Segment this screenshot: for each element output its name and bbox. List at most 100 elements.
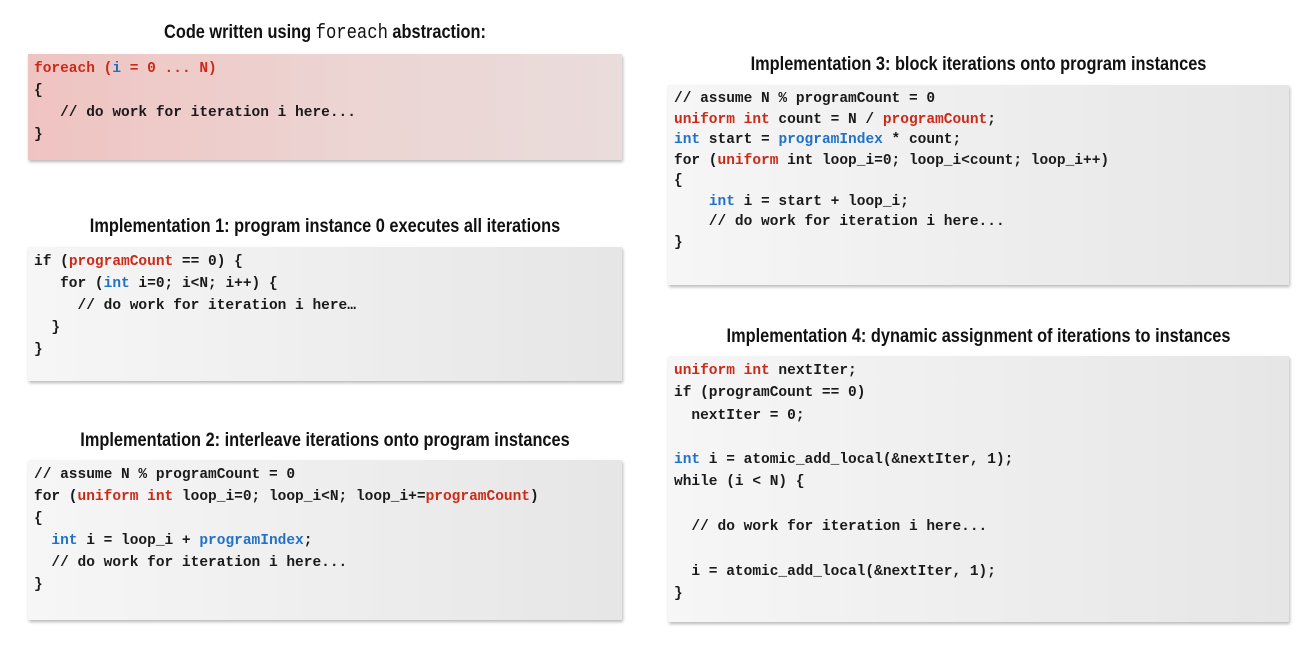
code-keyword: uniform	[717, 152, 779, 169]
code-text: }	[34, 342, 43, 358]
impl1-code-block: if (programCount == 0) { for (int i=0; i…	[28, 247, 622, 381]
code-line: i = atomic_add_local(&nextIter, 1);	[674, 561, 1283, 583]
code-text: * count;	[882, 132, 962, 148]
code-line: nextIter = 0;	[674, 405, 1283, 427]
code-text: // do work for iteration i here...	[674, 214, 1005, 230]
code-text: {	[674, 173, 683, 189]
code-line: // do work for iteration i here...	[674, 516, 1283, 538]
code-line: // assume N % programCount = 0	[34, 464, 616, 486]
code-text: }	[674, 585, 683, 602]
code-keyword: uniform int	[674, 363, 770, 379]
code-line: int i = start + loop_i;	[674, 192, 1283, 213]
code-line: for (uniform int loop_i=0; loop_i<N; loo…	[34, 486, 616, 508]
code-text: loop_i=0; loop_i<N; loop_i+=	[173, 489, 426, 505]
code-line: {	[34, 80, 616, 102]
impl3-code-block: // assume N % programCount = 0 uniform in…	[668, 85, 1289, 285]
code-type: programIndex	[778, 132, 883, 148]
code-line: while (i < N) {	[674, 471, 1283, 493]
impl3-code: // assume N % programCount = 0 uniform in…	[674, 89, 1283, 253]
code-type: int	[708, 193, 735, 210]
impl4-code: uniform int nextIter; if (programCount ==…	[674, 360, 1283, 605]
foreach-heading-keyword: foreach	[315, 22, 388, 45]
code-text: // do work for iteration i here...	[34, 555, 348, 571]
code-line: }	[674, 583, 1283, 605]
impl1-code: if (programCount == 0) { for (int i=0; i…	[34, 251, 616, 361]
code-text: ;	[987, 111, 996, 128]
code-text: start =	[700, 132, 779, 148]
code-keyword: programCount	[882, 111, 988, 128]
code-line: }	[34, 339, 616, 361]
code-line: uniform int nextIter;	[674, 360, 1283, 382]
foreach-heading: Code written using foreach abstraction:	[70, 22, 581, 45]
code-line: // do work for iteration i here...	[34, 552, 616, 574]
code-text: // do work for iteration i here...	[674, 519, 988, 536]
code-line	[674, 427, 1283, 449]
code-type: i	[112, 61, 122, 77]
foreach-heading-text-1: Code written using	[164, 22, 316, 43]
code-line: int i = loop_i + programIndex;	[34, 530, 616, 552]
code-text: int loop_i=0; loop_i<count; loop_i++)	[778, 152, 1110, 169]
code-text: for (	[34, 489, 78, 505]
code-text: )	[530, 489, 539, 505]
code-text: == 0) {	[173, 254, 243, 270]
code-text: // assume N % programCount = 0	[674, 91, 936, 107]
impl1-heading: Implementation 1: program instance 0 exe…	[89, 216, 561, 237]
code-text: }	[34, 577, 43, 593]
code-line: // do work for iteration i here…	[34, 295, 616, 317]
code-line: {	[674, 171, 1283, 192]
code-type: int	[674, 452, 701, 469]
code-line: uniform int count = N / programCount;	[674, 110, 1283, 131]
code-type: int	[51, 533, 78, 549]
code-keyword: uniform int	[77, 489, 174, 505]
code-text: // do work for iteration i here...	[34, 105, 356, 121]
code-keyword: foreach (	[34, 61, 113, 77]
code-line: if (programCount == 0) {	[34, 251, 616, 273]
code-text: ;	[303, 533, 313, 549]
code-text: i = loop_i +	[77, 533, 200, 549]
code-text: // do work for iteration i here…	[34, 298, 356, 314]
code-text: nextIter = 0;	[674, 407, 805, 424]
impl2-heading: Implementation 2: interleave iterations …	[80, 430, 570, 451]
code-text: i = start + loop_i;	[734, 193, 909, 210]
foreach-heading-text-2: abstraction:	[387, 22, 486, 43]
code-line: int i = atomic_add_local(&nextIter, 1);	[674, 449, 1283, 471]
code-line: }	[34, 124, 616, 146]
code-text: }	[34, 320, 61, 336]
code-line: for (int i=0; i<N; i++) {	[34, 273, 616, 295]
code-text: for (	[674, 152, 718, 169]
code-text: i=0; i<N; i++) {	[129, 276, 278, 292]
code-text: nextIter;	[769, 363, 857, 379]
code-text	[34, 533, 51, 549]
code-line: // do work for iteration i here...	[34, 102, 616, 124]
code-keyword: programCount	[425, 489, 530, 505]
foreach-code-block: foreach (i = 0 ... N) { // do work for it…	[28, 54, 622, 160]
code-text: if (programCount == 0)	[674, 385, 866, 402]
impl4-code-block: uniform int nextIter; if (programCount ==…	[668, 356, 1289, 622]
code-text: {	[34, 83, 43, 99]
code-text: {	[34, 511, 43, 527]
impl2-code: // assume N % programCount = 0 for (unifo…	[34, 464, 616, 596]
code-text: while (i < N) {	[674, 474, 805, 491]
impl2-code-block: // assume N % programCount = 0 for (unifo…	[28, 460, 622, 620]
code-keyword: uniform int	[674, 111, 770, 128]
code-text: }	[34, 127, 43, 143]
code-type: int	[103, 276, 130, 292]
code-text	[674, 194, 709, 210]
code-text: for (	[34, 276, 104, 292]
code-line: foreach (i = 0 ... N)	[34, 58, 616, 80]
code-line: int start = programIndex * count;	[674, 130, 1283, 151]
code-text: if (	[34, 254, 69, 270]
code-line	[674, 538, 1283, 560]
impl3-heading: Implementation 3: block iterations onto …	[750, 54, 1207, 75]
code-line: if (programCount == 0)	[674, 382, 1283, 404]
code-line: for (uniform int loop_i=0; loop_i<count;…	[674, 151, 1283, 172]
code-text: i = atomic_add_local(&nextIter, 1);	[700, 452, 1014, 469]
code-keyword: = 0 ... N)	[121, 61, 217, 77]
code-line: }	[34, 317, 616, 339]
code-text: }	[674, 234, 683, 251]
code-text: // assume N % programCount = 0	[34, 467, 296, 483]
code-line	[674, 494, 1283, 516]
code-line: {	[34, 508, 616, 530]
impl4-heading: Implementation 4: dynamic assignment of …	[726, 326, 1231, 347]
code-line: }	[34, 574, 616, 596]
